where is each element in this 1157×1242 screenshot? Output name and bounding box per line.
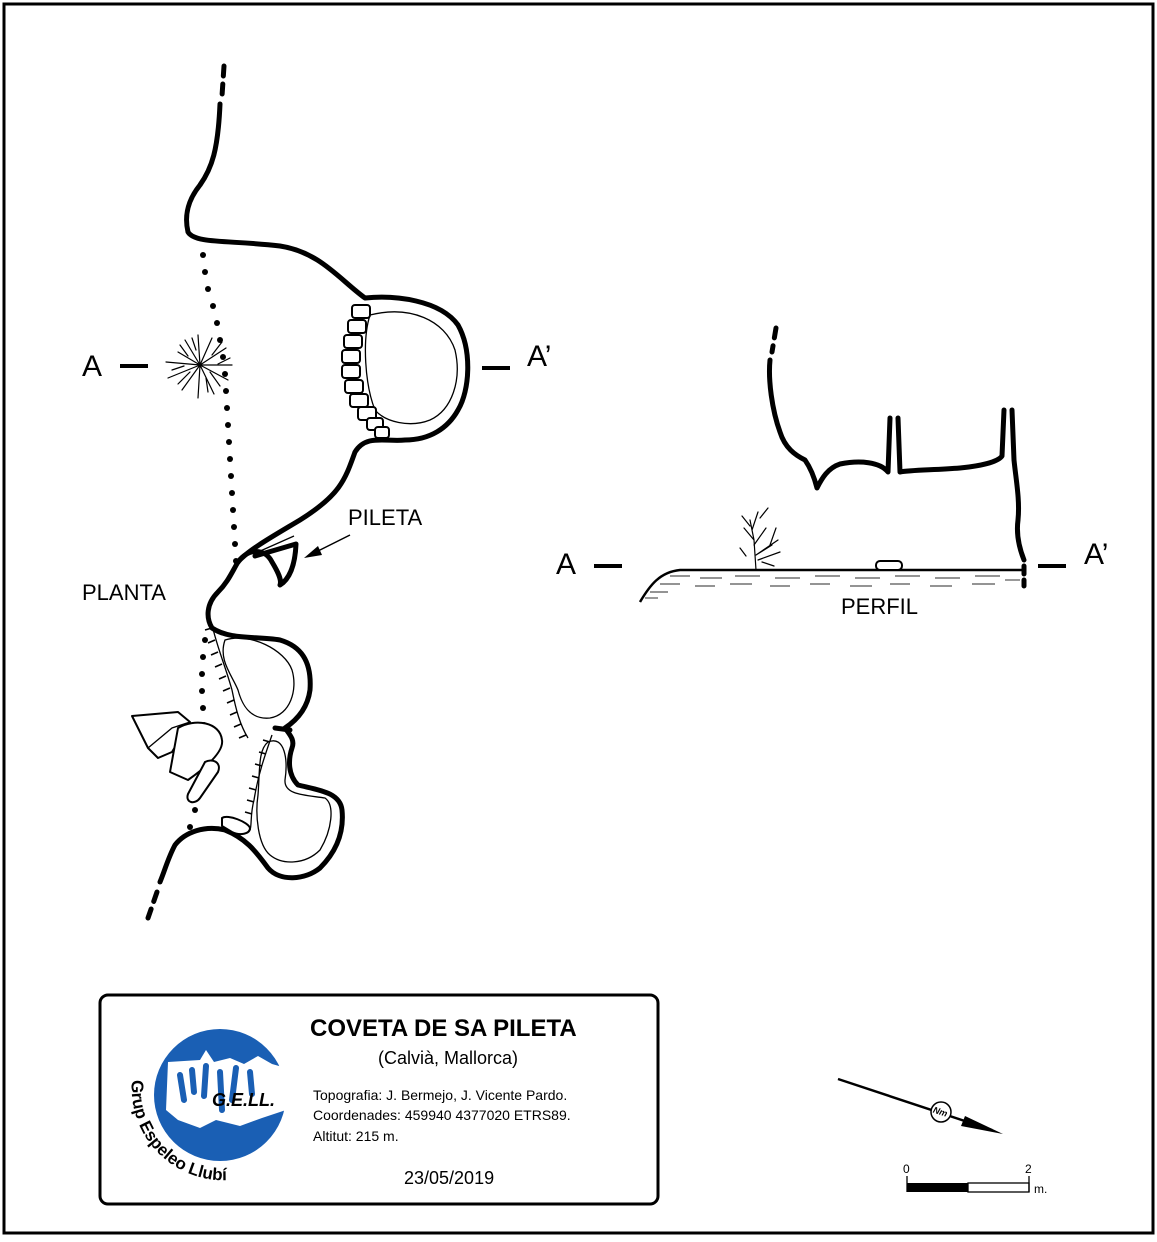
plan-pileta-basin (235, 541, 299, 588)
profile-label: PERFIL (841, 594, 918, 619)
profile-sediment-hatch (645, 575, 1020, 599)
plan-blocks-chamber-1 (341, 304, 390, 439)
plan-pileta-arrowhead (304, 546, 322, 558)
plan-passage-step (272, 725, 293, 733)
plan-pool-2 (222, 637, 295, 719)
logo-cave-silhouette (166, 1050, 286, 1128)
plan-section-label-a-prime: A’ (527, 340, 551, 373)
plan-view: A A’ (82, 63, 551, 921)
profile-shrub-icon (739, 507, 781, 571)
profile-ceiling-middle (895, 407, 1007, 475)
north-arrow: Nm (837, 1077, 1003, 1134)
scale-bar-end-label: 2 (1025, 1162, 1032, 1176)
plan-pileta-callout: PILETA (348, 505, 423, 530)
profile-view: A A’ PERFIL (556, 325, 1108, 619)
plan-ledge-hatching (204, 624, 273, 831)
profile-block (875, 560, 903, 571)
survey-date: 23/05/2019 (404, 1168, 494, 1188)
logo-stalactites (177, 1063, 255, 1113)
plan-exit-bottom-dashed (145, 889, 160, 921)
coordinates-text: Coordenades: 459940 4377020 ETRS89. (313, 1107, 571, 1123)
plan-dotted-dripline (187, 252, 239, 830)
title-box: G.E.LL. Grup Espeleo Llubí COVETA DE SA … (98, 993, 660, 1206)
plan-wall-upper (184, 101, 471, 565)
topography-credit: Topografia: J. Bermejo, J. Vicente Pardo… (313, 1087, 567, 1103)
altitude-text: Altitut: 215 m. (313, 1128, 399, 1144)
profile-entrance-dashed (769, 325, 779, 355)
profile-section-label-a: A (556, 548, 576, 581)
plan-label: PLANTA (82, 580, 166, 605)
plan-pileta-callout-arrow (315, 534, 351, 553)
map-subtitle: (Calvià, Mallorca) (378, 1048, 518, 1068)
plan-wall-lower (157, 559, 345, 885)
map-title: COVETA DE SA PILETA (310, 1015, 577, 1042)
north-arrow-head (961, 1116, 1003, 1134)
north-arrow-badge (930, 1101, 952, 1123)
scale-bar-start-label: 0 (903, 1162, 910, 1176)
plan-pool-3 (256, 740, 332, 863)
logo-abbreviation: G.E.LL. (212, 1090, 275, 1110)
scale-bar: 0 2 m. (903, 1162, 1047, 1196)
profile-wall-right (1009, 407, 1027, 563)
profile-floor (638, 568, 1025, 603)
plan-boulders (131, 711, 251, 836)
plan-section-label-a: A (82, 350, 102, 383)
scale-bar-segment-2 (967, 1182, 1030, 1193)
plan-pool-1 (364, 311, 458, 425)
gell-logo: G.E.LL. Grup Espeleo Llubí (128, 1029, 286, 1184)
profile-section-label-a-prime: A’ (1084, 538, 1108, 571)
plan-shrub-icon (165, 334, 233, 399)
north-arrow-label: Nm (932, 1105, 949, 1119)
scale-bar-segment-1 (907, 1183, 968, 1192)
plan-entrance-top-dashed (219, 63, 227, 99)
scale-bar-unit-label: m. (1034, 1182, 1047, 1196)
plan-pileta-rim (257, 535, 295, 553)
profile-ceiling-left (767, 357, 893, 491)
